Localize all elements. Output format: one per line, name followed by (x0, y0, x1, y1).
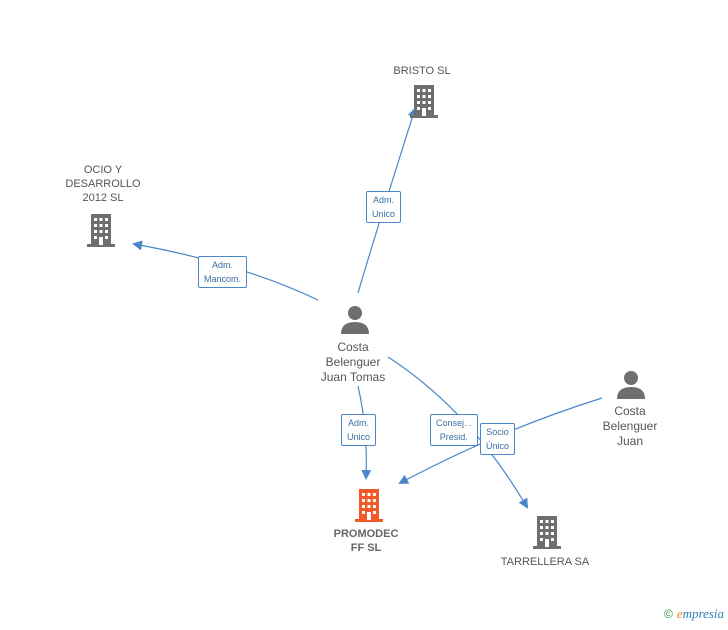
building-icon[interactable] (352, 488, 386, 522)
footer-brand: © empresia (664, 606, 724, 622)
edge-label-to-bristo: Adm. Unico (366, 191, 402, 223)
node-label-tarrellera[interactable]: TARRELLERA SA (500, 556, 590, 568)
edge-label-socio: Socio Único (480, 423, 516, 455)
building-icon[interactable] (530, 515, 564, 549)
building-icon[interactable] (407, 84, 441, 118)
node-label-promodec[interactable]: PROMODEC FF SL (333, 528, 399, 554)
edge-label-to-ocio: Adm. Mancom. (198, 256, 248, 288)
edge-label-consej: Consej. . Presid. (430, 414, 478, 446)
edge-label-to-promodec: Adm. Unico (341, 414, 377, 446)
person-icon[interactable] (616, 369, 646, 399)
building-icon[interactable] (84, 213, 118, 247)
person-icon[interactable] (340, 304, 370, 334)
node-label-ocio[interactable]: OCIO Y DESARROLLO 2012 SL (65, 164, 141, 204)
brand-logo: empresia (676, 606, 724, 621)
copyright-symbol: © (663, 607, 673, 621)
node-label-costa-juan[interactable]: Costa Belenguer Juan (602, 404, 658, 448)
node-label-bristo[interactable]: BRISTO SL (393, 65, 451, 77)
node-label-costa-juan-tomas[interactable]: Costa Belenguer Juan Tomas (320, 340, 386, 384)
